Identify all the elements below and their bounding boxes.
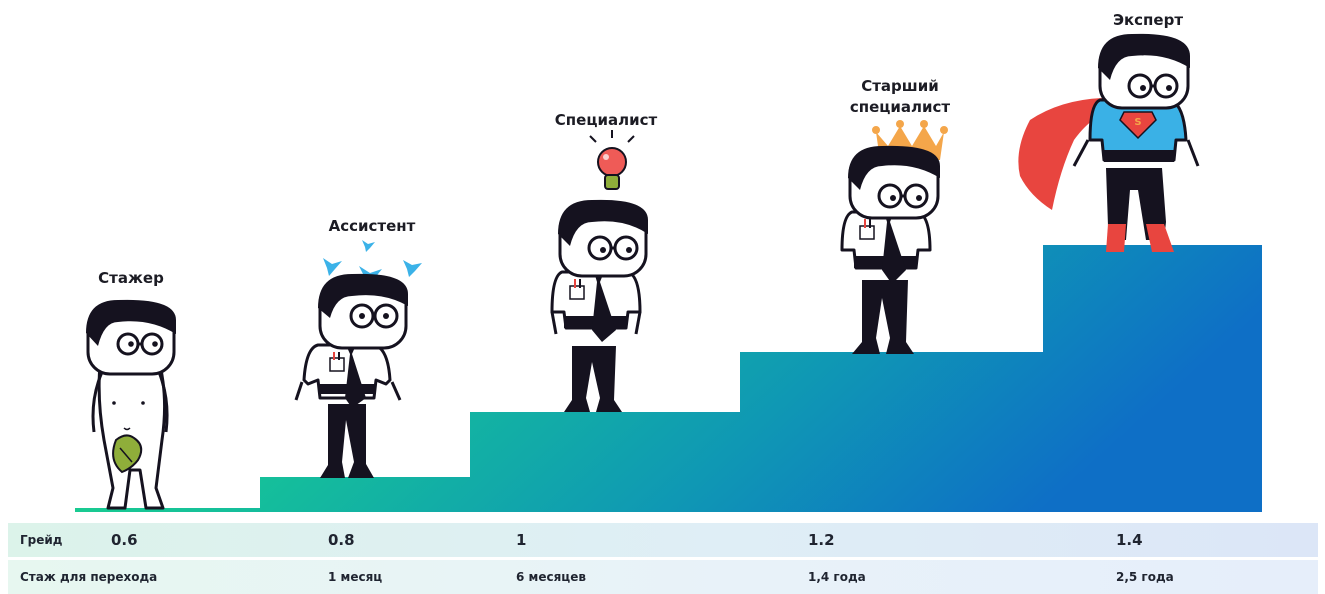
grade-value: 1 (516, 531, 527, 549)
assistant-character (294, 240, 422, 478)
grade-value: 1.4 (1116, 531, 1143, 549)
level-title-senior-specialist: Старший специалист (849, 77, 951, 116)
staircase (75, 245, 1262, 512)
grade-row-label: Грейд (20, 533, 63, 547)
grade-value: 0.8 (328, 531, 355, 549)
grade-row: Грейд 0.6 0.8 1 1.2 1.4 (8, 523, 1318, 557)
experience-value: 6 месяцев (516, 570, 586, 584)
specialist-character (550, 130, 648, 412)
senior-specialist-character (840, 120, 948, 354)
superman-logo-icon: S (1119, 111, 1157, 140)
lightbulb-icon (589, 130, 635, 190)
experience-value: 1 месяц (328, 570, 383, 584)
experience-value: 1,4 года (808, 570, 866, 584)
grade-value: 0.6 (111, 531, 138, 549)
expert-character: S (1018, 33, 1200, 252)
grade-value: 1.2 (808, 531, 835, 549)
experience-row-label: Стаж для перехода (20, 570, 158, 584)
level-title-specialist: Специалист (554, 111, 658, 129)
level-title-assistant: Ассистент (328, 217, 416, 235)
intern-character (86, 299, 176, 510)
career-ladder-illustration: S (75, 33, 1262, 512)
svg-text:S: S (1134, 117, 1141, 128)
cape-icon (1018, 98, 1108, 210)
experience-value: 2,5 года (1116, 570, 1174, 584)
experience-row: Стаж для перехода 1 месяц 6 месяцев 1,4 … (8, 560, 1318, 594)
level-title-expert: Эксперт (1112, 11, 1184, 29)
level-title-intern: Стажер (98, 269, 164, 287)
leaf-icon (112, 434, 143, 474)
